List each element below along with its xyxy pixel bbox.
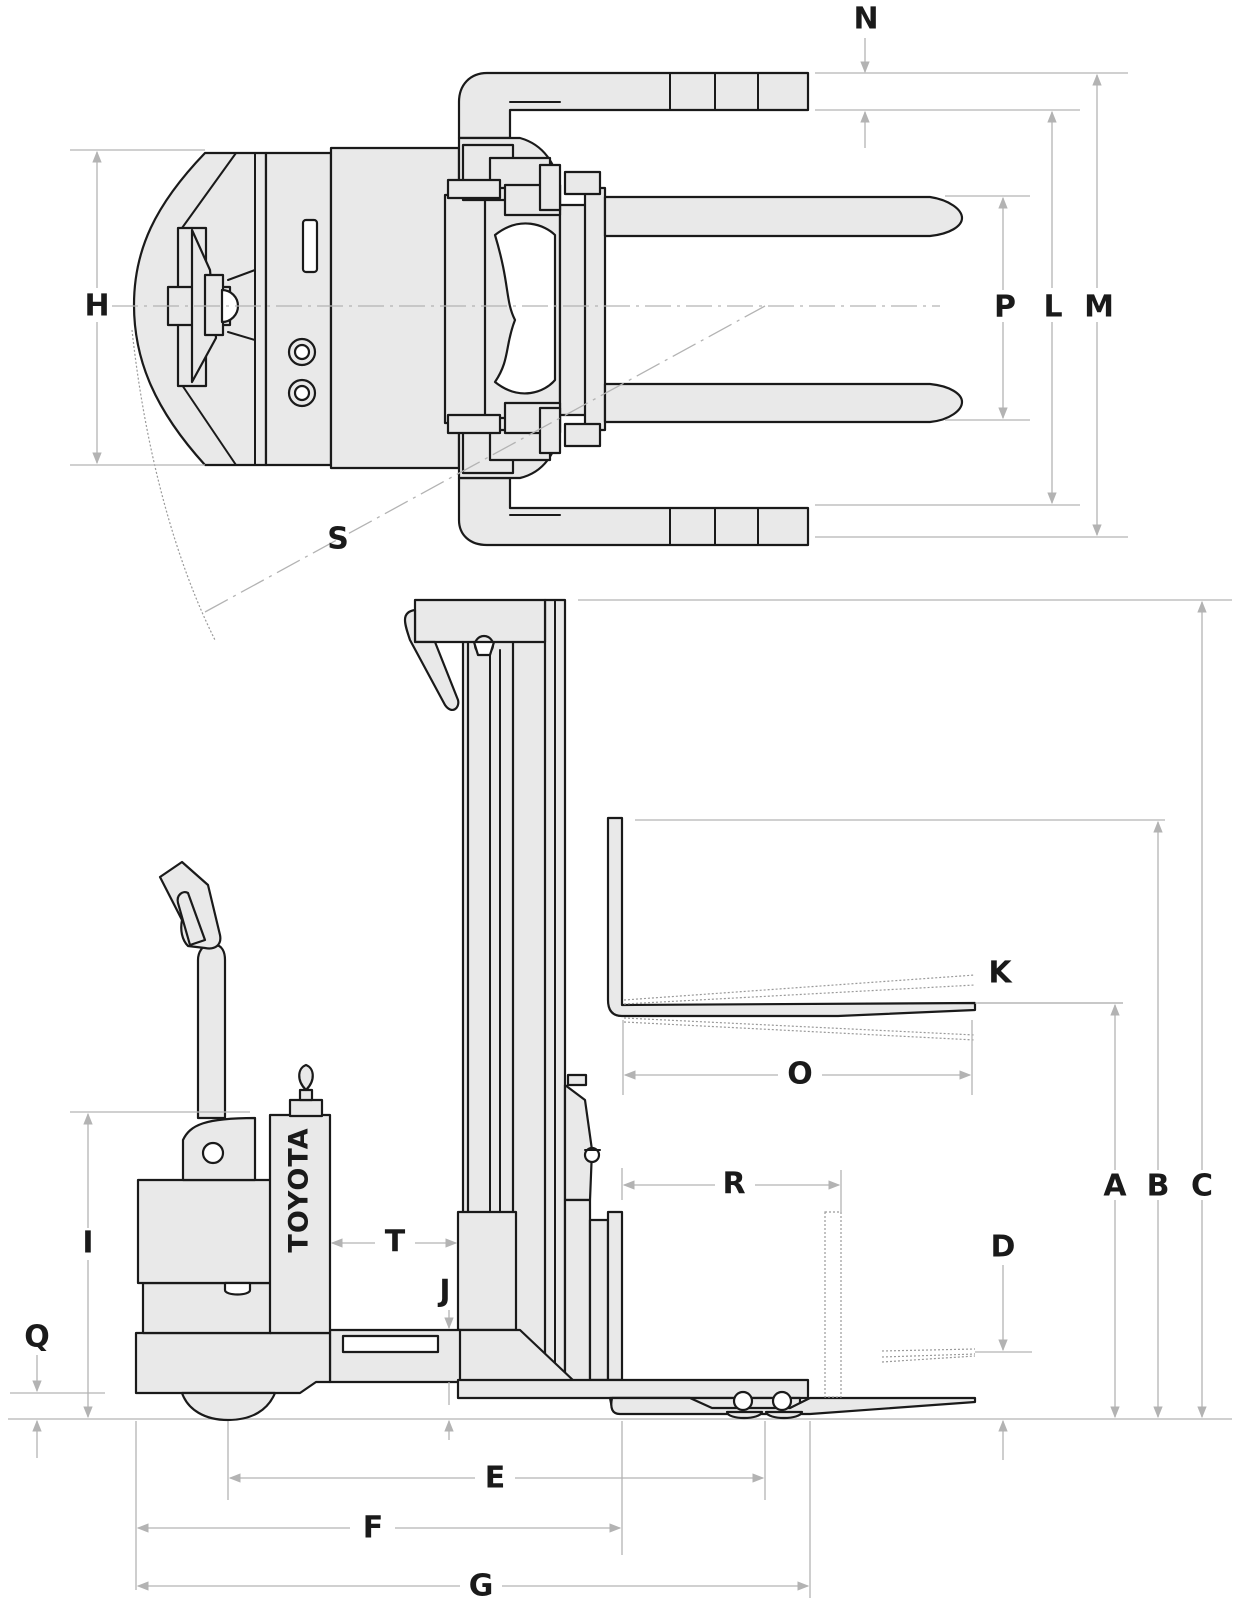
side-view: TOYOTA (8, 598, 1232, 1422)
side-chassis (328, 1211, 977, 1420)
label-h: H (84, 289, 109, 324)
label-a: A (1103, 1169, 1127, 1204)
top-straddle-leg-lower (457, 476, 810, 547)
label-s: S (327, 522, 349, 557)
label-k: K (988, 956, 1013, 991)
side-tiller-arm (196, 943, 227, 1120)
top-fork-upper (603, 195, 964, 238)
label-d: D (991, 1230, 1016, 1265)
side-drive-wheel (180, 1391, 277, 1422)
side-mast (403, 598, 624, 1384)
label-e: E (485, 1461, 506, 1496)
side-tractor: TOYOTA (134, 860, 332, 1422)
label-i: I (82, 1226, 93, 1261)
side-control-console (268, 1113, 332, 1335)
top-roller-assembly-lower (446, 401, 602, 475)
brand-text: TOYOTA (284, 1127, 315, 1252)
top-straddle-leg-upper (457, 71, 810, 140)
label-o: O (787, 1057, 813, 1092)
label-l: L (1043, 290, 1062, 325)
top-roller-assembly-upper (446, 143, 602, 217)
label-g: G (469, 1569, 494, 1604)
label-j: J (437, 1274, 450, 1309)
top-battery-compartment (329, 146, 461, 470)
side-view-dimensions (10, 599, 1232, 1598)
top-fork-lower (603, 382, 964, 424)
label-t: T (385, 1225, 406, 1260)
top-view-dimensions (70, 38, 1128, 538)
label-m: M (1084, 290, 1114, 325)
top-mid-body (264, 151, 333, 467)
label-q: Q (24, 1320, 50, 1355)
label-p: P (994, 290, 1016, 325)
label-r: R (722, 1167, 745, 1202)
label-n: N (853, 2, 878, 37)
dimension-labels: N H P L M S K O R A B C D T I J Q E F G (24, 2, 1213, 1604)
top-view (112, 71, 964, 641)
label-f: F (363, 1511, 384, 1546)
side-fork-raised (606, 816, 977, 1041)
label-b: B (1147, 1169, 1170, 1204)
label-c: C (1191, 1169, 1213, 1204)
